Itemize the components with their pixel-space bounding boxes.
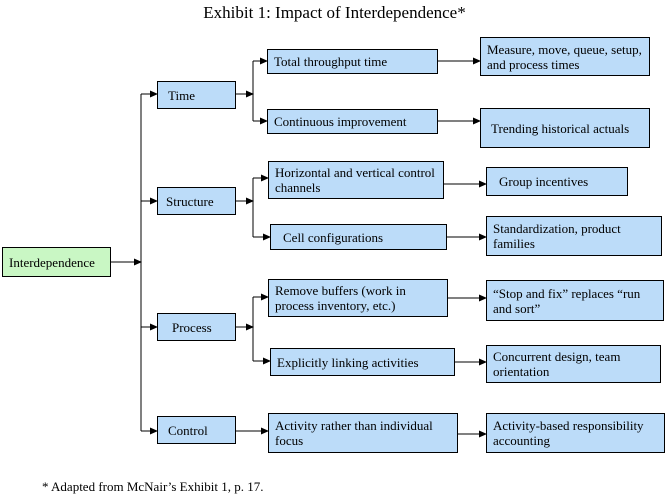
node-control-channels: Horizontal and vertical control channels — [268, 161, 444, 199]
node-label: Continuous improvement — [274, 114, 407, 129]
node-total-throughput-time: Total throughput time — [267, 49, 438, 74]
node-label: Measure, move, queue, setup, and process… — [487, 41, 642, 72]
node-label: “Stop and fix” replaces “run and sort” — [493, 285, 641, 316]
node-trending-actuals: Trending historical actuals — [480, 108, 650, 148]
node-label: Concurrent design, team orientation — [493, 349, 621, 379]
node-measure-times: Measure, move, queue, setup, and process… — [480, 37, 650, 76]
node-group-incentives: Group incentives — [486, 167, 628, 196]
node-control: Control — [157, 416, 236, 444]
node-linking-activities: Explicitly linking activities — [270, 348, 455, 376]
node-structure: Structure — [157, 187, 236, 215]
node-process: Process — [157, 313, 236, 341]
node-label: Activity-based responsibility accounting — [493, 418, 644, 448]
node-label: Activity rather than individual focus — [275, 418, 433, 448]
node-label: Standardization, product families — [493, 221, 621, 251]
node-time: Time — [157, 81, 236, 109]
node-label: Trending historical actuals — [491, 120, 630, 136]
node-stop-and-fix: “Stop and fix” replaces “run and sort” — [486, 280, 664, 321]
node-continuous-improvement: Continuous improvement — [267, 109, 438, 134]
diagram-title: Exhibit 1: Impact of Interdependence* — [203, 3, 466, 22]
node-activity-focus: Activity rather than individual focus — [268, 413, 458, 453]
node-label: Horizontal and vertical control channels — [275, 165, 435, 195]
node-label: Cell configurations — [283, 229, 384, 245]
node-label: Explicitly linking activities — [277, 354, 419, 370]
node-standardization: Standardization, product families — [486, 216, 662, 256]
footnote: * Adapted from McNair’s Exhibit 1, p. 17… — [42, 479, 264, 494]
node-label: Interdependence — [9, 254, 95, 270]
node-cell-configurations: Cell configurations — [270, 224, 447, 250]
node-activity-based-accounting: Activity-based responsibility accounting — [486, 413, 665, 453]
node-label: Process — [172, 319, 212, 335]
node-concurrent-design: Concurrent design, team orientation — [486, 345, 661, 383]
node-label: Control — [168, 422, 208, 438]
node-interdependence: Interdependence — [2, 247, 111, 277]
node-label: Group incentives — [499, 174, 589, 189]
node-label: Time — [168, 87, 195, 103]
node-label: Structure — [166, 193, 214, 209]
node-label: Total throughput time — [274, 54, 388, 69]
node-label: Remove buffers (work in process inventor… — [275, 283, 406, 313]
node-remove-buffers: Remove buffers (work in process inventor… — [268, 279, 448, 317]
